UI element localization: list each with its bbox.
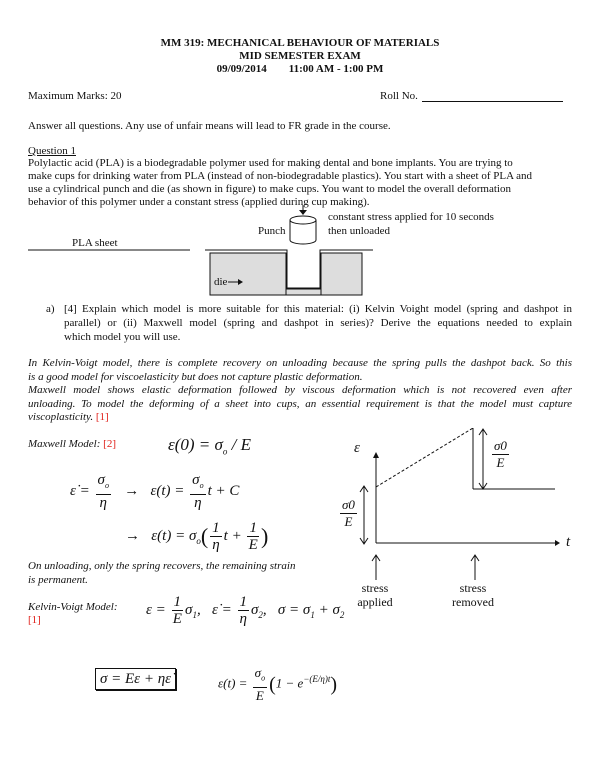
punch-die-figure — [28, 205, 373, 296]
answer-line-4: unloading. To model the deforming of a s… — [28, 398, 572, 410]
unloading-line-1: On unloading, only the spring recovers, … — [28, 560, 296, 572]
exam-datetime: 09/09/2014 11:00 AM - 1:00 PM — [0, 63, 600, 76]
creep-line — [375, 427, 474, 488]
pla-sheet-label: PLA sheet — [72, 237, 118, 249]
die-icon — [205, 249, 373, 296]
stress-removed-1: stress — [459, 581, 487, 595]
stress-applied-1: stress — [361, 581, 389, 595]
epsilon-axis-arrow-icon — [373, 452, 379, 458]
stress-removed-arrow-icon — [470, 554, 480, 580]
exam-time: 11:00 AM - 1:00 PM — [288, 63, 384, 75]
t-axis-label: t — [566, 534, 571, 550]
roll-no-label: Roll No. — [380, 90, 418, 102]
maxwell-eq-initial: ε(0) = σo / E — [168, 436, 251, 460]
question-para-2: make cups for drinking water from PLA (i… — [28, 170, 533, 182]
recovery-arrow-icon — [478, 428, 488, 490]
t-axis-arrow-icon — [555, 540, 560, 546]
question-heading: Question 1 — [28, 145, 76, 157]
exam-date: 09/09/2014 — [216, 63, 267, 75]
maxwell-label: Maxwell Model: — [28, 438, 101, 450]
stress-note-1: constant stress applied for 10 seconds — [328, 211, 494, 223]
stress-applied-arrow-icon — [371, 554, 381, 580]
punch-label: Punch — [258, 225, 286, 237]
instructions: Answer all questions. Any use of unfair … — [28, 120, 391, 132]
recovery-num: σ0 — [492, 438, 509, 455]
answer-mark: [1] — [95, 411, 109, 423]
part-a-line-1: [4] Explain which model is more suitable… — [64, 303, 572, 315]
maxwell-heading: Maxwell Model: [2] — [28, 438, 116, 451]
elastic-jump-arrow-icon — [359, 485, 369, 545]
unloading-line-2: is permanent. — [28, 574, 88, 586]
part-a-line-3: which model you will use. — [64, 331, 181, 343]
part-a-line-2: parallel) or (ii) Maxwell model (spring … — [64, 317, 572, 329]
stress-note-2: then unloaded — [328, 225, 391, 237]
max-marks: Maximum Marks: 20 — [28, 90, 122, 102]
answer-line-3: Maxwell model shows elastic deformation … — [28, 384, 572, 396]
question-para-3: use a cylindrical punch and die (as show… — [28, 183, 511, 195]
maxwell-eq-initial-head: ε(0) = σ — [168, 435, 223, 454]
kv-label: Kelvin-Voigt Model: — [28, 601, 118, 613]
punch-icon — [289, 205, 317, 245]
maxwell-eq-initial-tail: / E — [227, 435, 251, 454]
question-para-4: behavior of this polymer under a constan… — [28, 196, 370, 208]
course-title: MM 319: MECHANICAL BEHAVIOUR OF MATERIAL… — [160, 37, 440, 49]
stress-applied-2: applied — [357, 595, 393, 609]
answer-last-text: viscoplasticity. — [28, 411, 94, 423]
recovery-den: E — [496, 455, 505, 470]
answer-line-5: viscoplasticity. [1] — [28, 411, 109, 424]
die-label: die — [214, 276, 228, 288]
jump-num: σ0 — [340, 497, 357, 514]
maxwell-mark: [2] — [103, 438, 116, 450]
strain-time-graph — [359, 427, 560, 580]
stress-removed-2: removed — [452, 595, 494, 609]
kv-boxed-equation: σ = Eε + ηε̇ — [95, 668, 177, 690]
part-a-label: a) — [46, 303, 55, 315]
maxwell-eq-initial-sub: o — [222, 446, 228, 457]
answer-line-2: is a good model for viscoelasticity but … — [28, 371, 363, 383]
epsilon-axis-label: ε — [354, 440, 360, 456]
jump-den: E — [344, 514, 353, 529]
roll-no-line — [422, 101, 563, 102]
kv-mark: [1] — [28, 614, 41, 626]
answer-line-1: In Kelvin-Voigt model, there is complete… — [28, 357, 572, 369]
exam-title: MID SEMESTER EXAM — [239, 50, 361, 62]
question-para-1: Polylactic acid (PLA) is a biodegradable… — [28, 157, 513, 169]
